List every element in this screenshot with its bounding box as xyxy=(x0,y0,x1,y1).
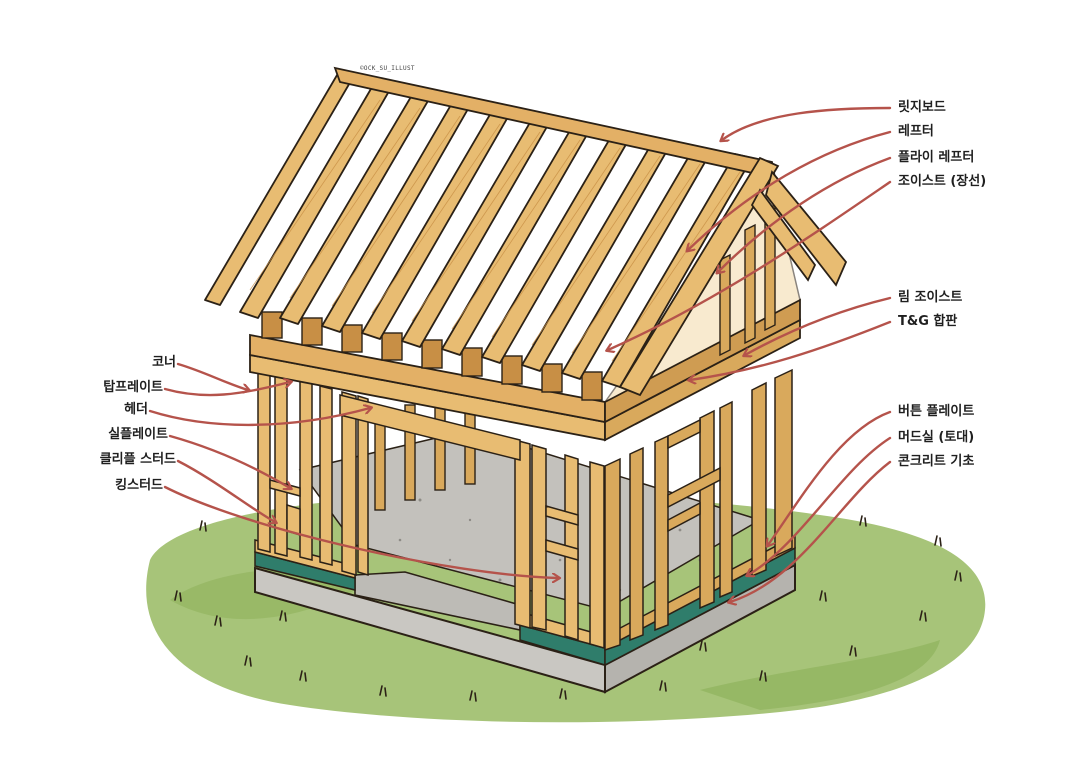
label-ridge-board: 릿지보드 xyxy=(898,100,946,115)
label-header: 헤더 xyxy=(124,402,148,417)
label-king-stud: 킹스터드 xyxy=(115,478,163,493)
label-bottom-plate: 버튼 플레이트 xyxy=(898,404,975,419)
label-arrows-right xyxy=(608,106,892,602)
fly-rafter xyxy=(618,156,848,397)
rafter-grain xyxy=(249,99,741,362)
label-rafter: 레프터 xyxy=(898,124,934,139)
label-tg-plywood: T&G 합판 xyxy=(898,314,958,329)
side-wall-studs xyxy=(604,368,793,652)
label-top-plate: 탑프레이트 xyxy=(103,380,163,395)
illustrator-credit: ©OCK_SU_ILLUST xyxy=(360,65,415,72)
label-sill-plate: 실플레이트 xyxy=(108,427,168,442)
label-rim-joist: 림 조이스트 xyxy=(898,290,963,305)
label-mudsill: 머드실 (토대) xyxy=(898,430,975,445)
front-wall-studs xyxy=(257,369,605,649)
label-corner: 코너 xyxy=(152,355,176,370)
label-arrows-left xyxy=(148,362,558,578)
joist xyxy=(261,311,603,401)
label-fly-rafter: 플라이 레프터 xyxy=(898,150,975,165)
label-concrete-foundation: 콘크리트 기초 xyxy=(898,454,975,469)
label-cripple-stud: 클리플 스터드 xyxy=(99,452,176,467)
rafter xyxy=(204,69,753,388)
label-joist: 조이스트 (장선) xyxy=(898,174,987,189)
